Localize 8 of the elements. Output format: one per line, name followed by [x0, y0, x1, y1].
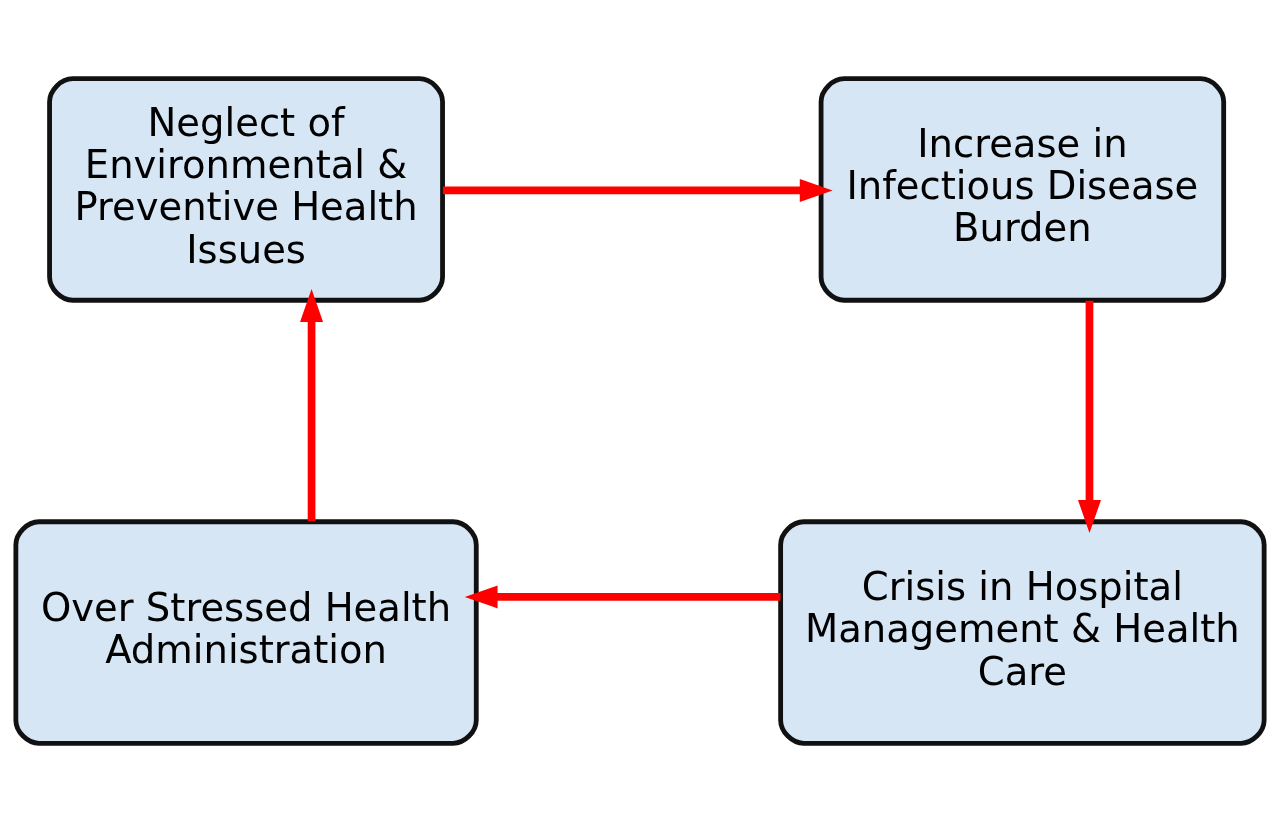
node-box: Neglect of Environmental & Preventive Health Issues [47, 75, 445, 303]
arrow [300, 288, 324, 521]
node-box: Over Stressed Health Administration [13, 518, 479, 746]
node-box: Crisis in Hospital Management & Health Care [778, 518, 1267, 746]
arrow [464, 584, 781, 608]
arrow [1077, 300, 1101, 533]
node-box: Increase in Infectious Disease Burden [818, 75, 1227, 303]
arrow [442, 178, 833, 202]
